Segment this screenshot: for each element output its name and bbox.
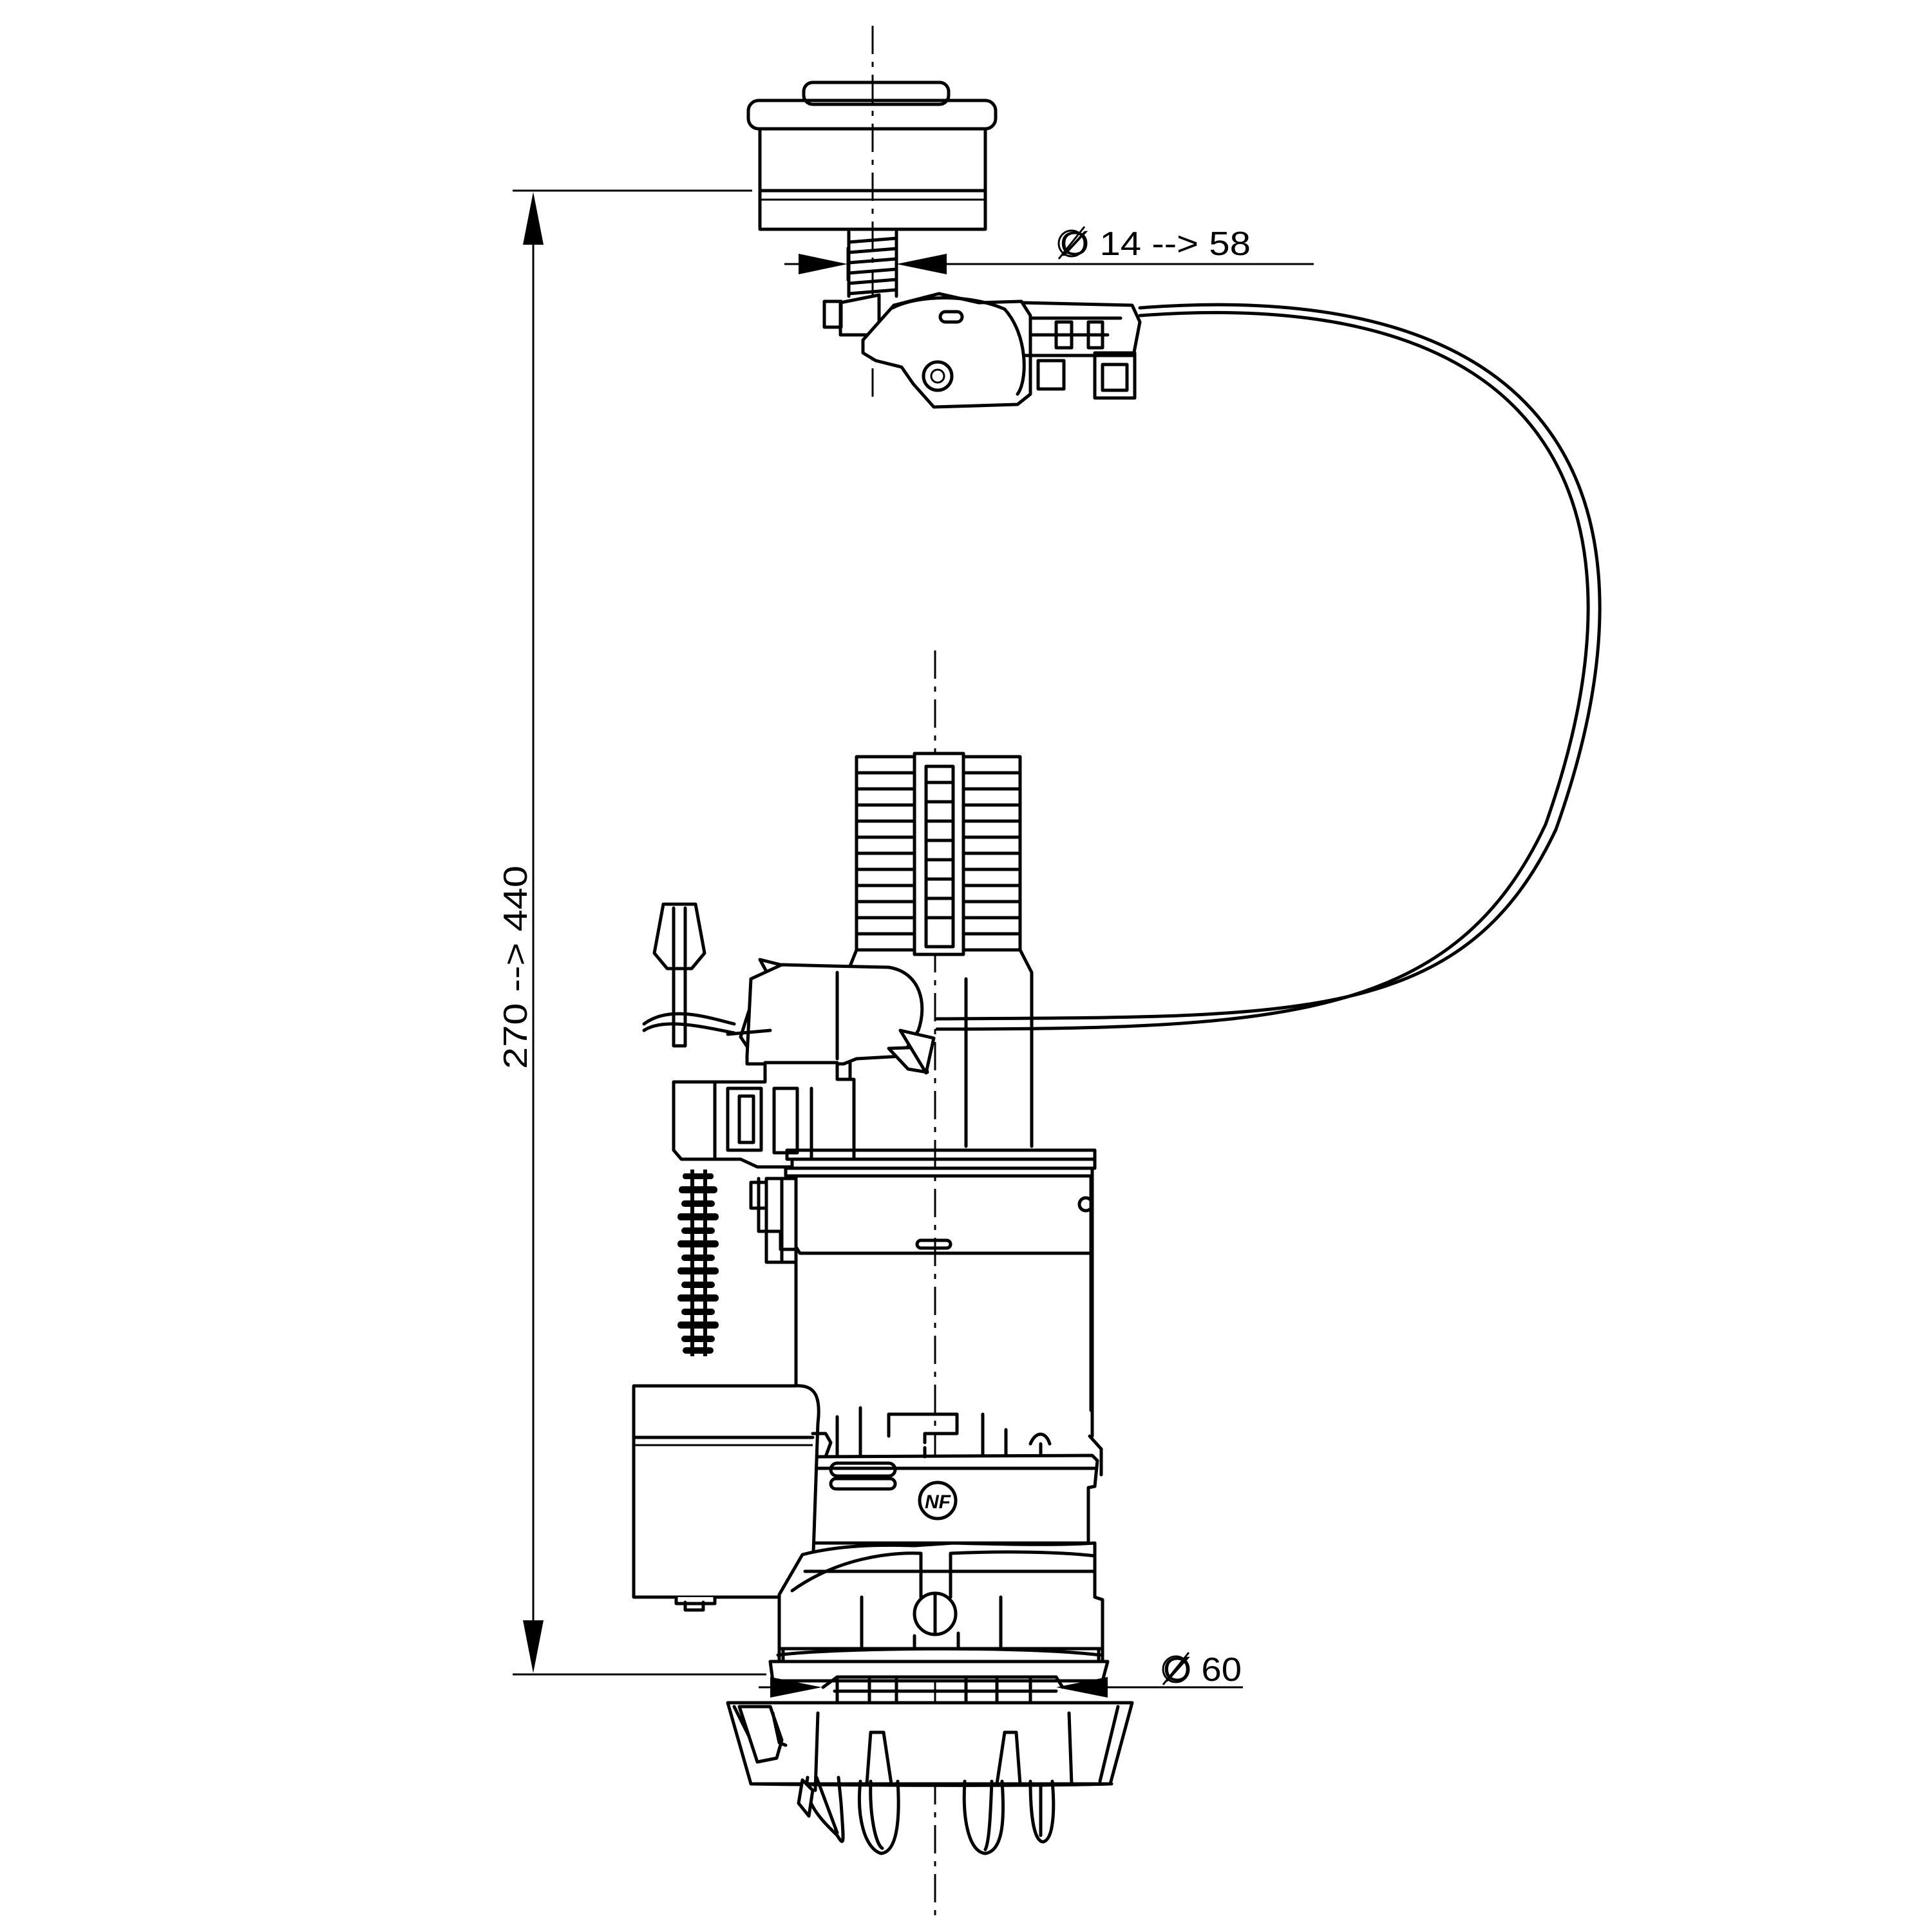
- push-button-cap: [746, 80, 998, 231]
- button-spring: [847, 230, 898, 298]
- base-diameter-label: Ø 60: [1163, 1651, 1242, 1689]
- nf-logo-badge: [918, 1481, 958, 1520]
- bowden-cable: [935, 303, 1602, 1031]
- cable-actuator-mechanism: [822, 292, 1142, 409]
- dimension-height-range: 270 --> 440: [497, 189, 766, 1676]
- threaded-adjustment-rod: [677, 1170, 719, 1356]
- adjuster-knob: [652, 902, 706, 1048]
- valve-bottom-bell: [768, 1541, 1110, 1683]
- valve-lower-body: NF: [810, 1406, 1103, 1545]
- release-lever-housing: [642, 958, 936, 1075]
- nf-logo: NF: [925, 1492, 951, 1513]
- height-range-label: 270 --> 440: [497, 866, 535, 1069]
- dimension-button-diameter: Ø 14 --> 58: [784, 225, 1314, 281]
- base-seal-and-feet: [726, 1675, 1134, 1855]
- float-column: [848, 752, 1034, 1148]
- body-collar: [784, 1148, 1097, 1178]
- float-box: [632, 1384, 833, 1612]
- button-diameter-label: Ø 14 --> 58: [1060, 225, 1251, 263]
- dimension-base-diameter: Ø 60: [759, 1651, 1243, 1698]
